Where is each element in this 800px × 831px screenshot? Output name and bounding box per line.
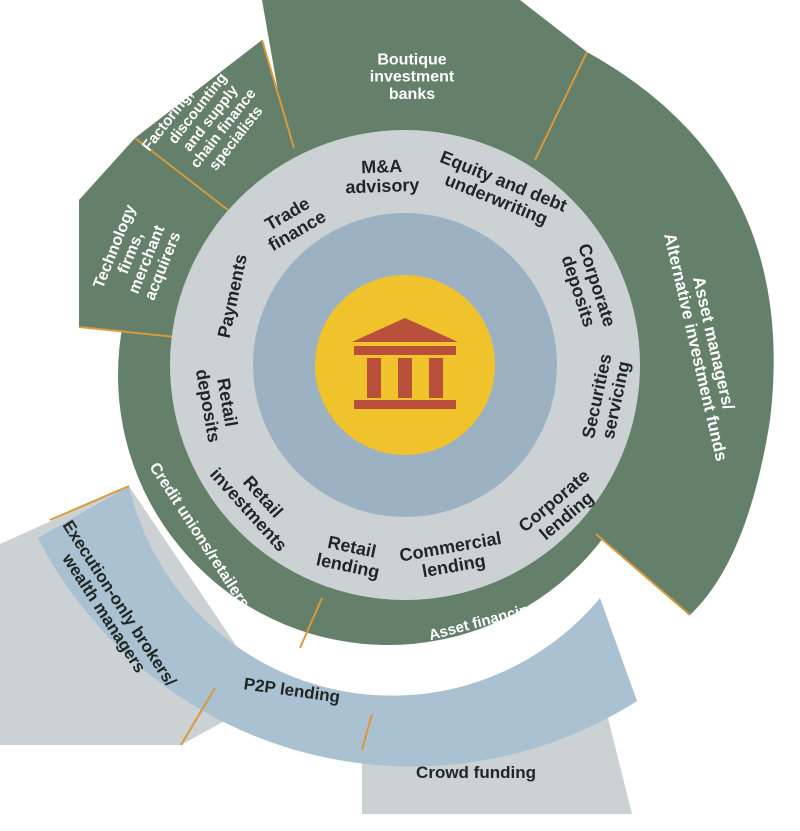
bank-building-icon <box>352 318 458 409</box>
divider-line <box>134 137 229 211</box>
divider-line <box>49 485 130 521</box>
divider-line <box>78 326 177 338</box>
label-ma-advisory: M&Aadvisory <box>344 155 419 197</box>
divider-line <box>180 687 216 746</box>
divider-line <box>534 51 588 161</box>
divider-line <box>595 533 691 616</box>
bank-column <box>367 358 381 398</box>
divider-line <box>261 39 295 149</box>
label-line: banks <box>389 86 435 103</box>
bank-lintel <box>354 346 456 355</box>
label-line: M&A <box>361 156 403 177</box>
segment-dividers <box>49 39 691 751</box>
label-line: investment <box>370 69 455 86</box>
segment-p2p-lending <box>38 486 637 767</box>
bank-roof <box>352 318 458 342</box>
bank-base <box>354 400 456 409</box>
label-crowd-funding: Crowd funding <box>416 763 536 782</box>
bank-column <box>429 358 443 398</box>
label-line: Crowd funding <box>416 763 536 782</box>
bank-column <box>398 358 412 398</box>
divider-line <box>361 713 373 751</box>
label-line: advisory <box>345 175 420 198</box>
divider-line <box>299 597 323 649</box>
label-line: Boutique <box>377 51 446 68</box>
